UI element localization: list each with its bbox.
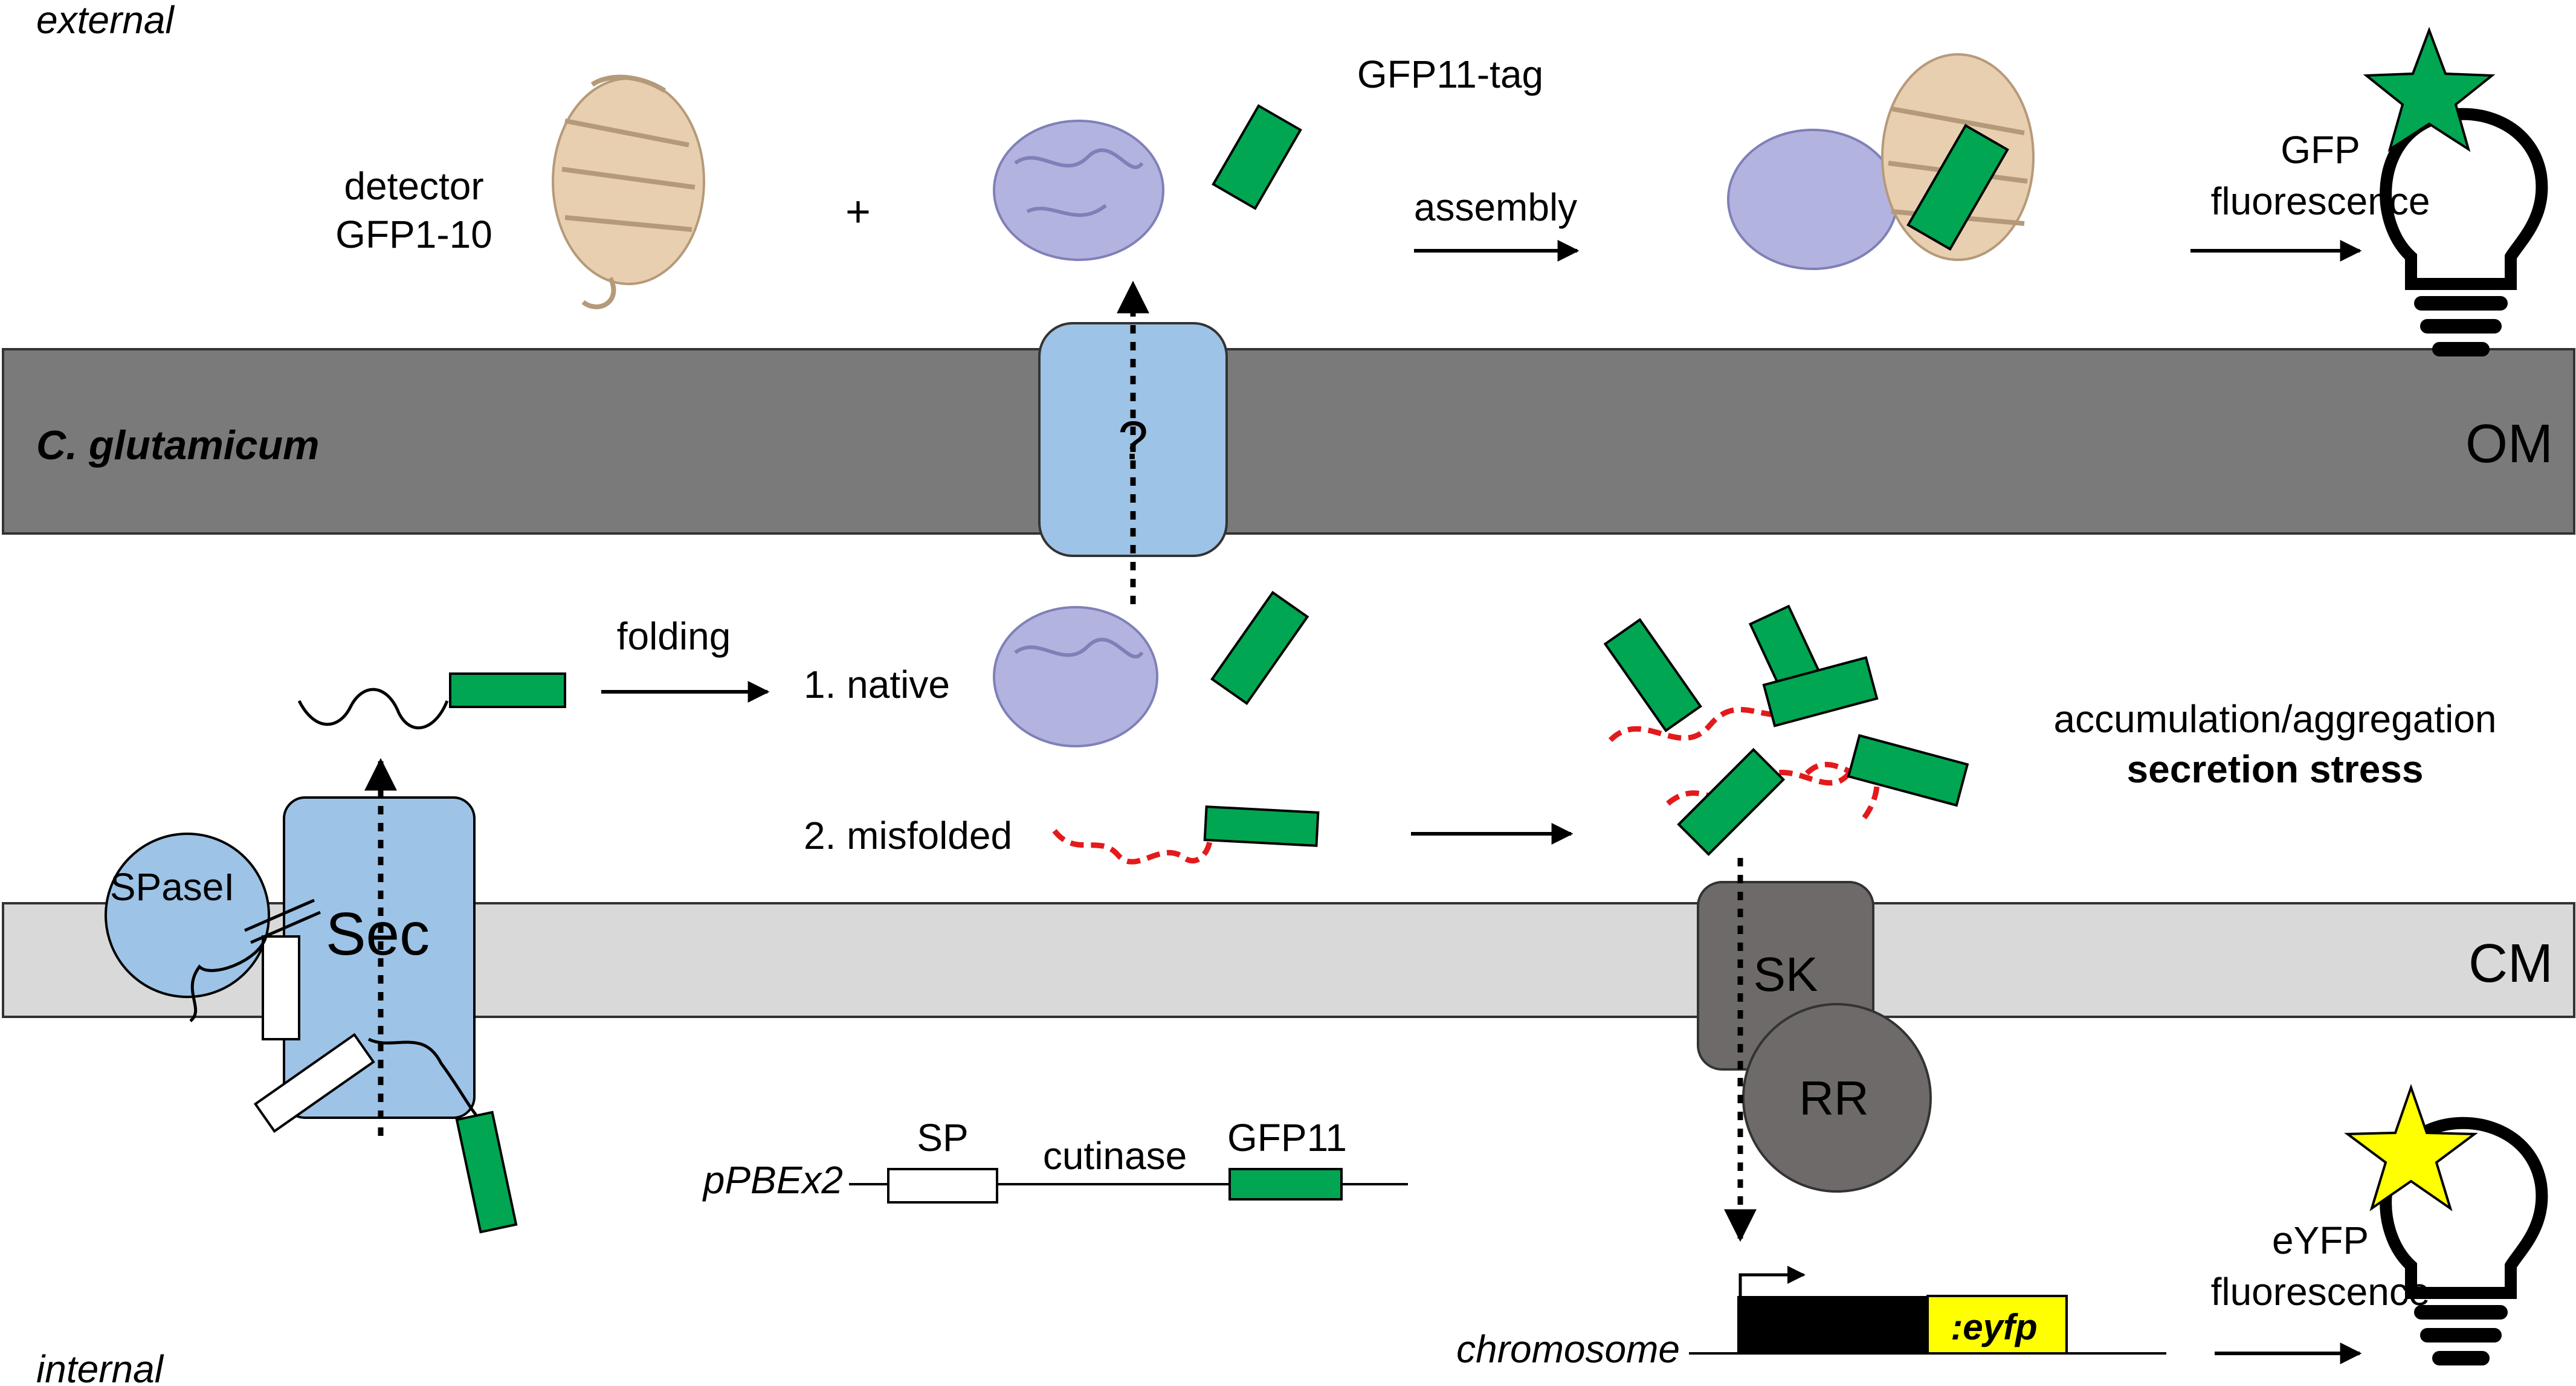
- rr-label: RR: [1799, 1071, 1869, 1125]
- gfp11-tag-native: [1210, 590, 1309, 705]
- spase-label: SPaseI: [110, 865, 234, 909]
- misfolded-label: 2. misfolded: [804, 814, 1012, 857]
- plus-sign: +: [845, 188, 871, 236]
- spase-enzyme: [105, 833, 270, 998]
- native-label: 1. native: [804, 663, 950, 706]
- external-label: external: [36, 0, 175, 42]
- eyfp-gene-label: :eyfp: [1951, 1307, 2037, 1347]
- organism-label: C. glutamicum: [36, 422, 320, 468]
- cutinase-native: [993, 606, 1158, 747]
- folding-label: folding: [617, 614, 731, 658]
- eyfp-fluorescence-label: fluorescence: [2211, 1270, 2430, 1313]
- signal-peptide-cytoplasm: [253, 1033, 375, 1133]
- sec-label: Sec: [326, 900, 430, 968]
- cutinase-protein-external: [993, 120, 1164, 261]
- accumulation-label: accumulation/aggregation: [2054, 697, 2497, 741]
- gfp-fluorescence-label: fluorescence: [2211, 179, 2430, 223]
- detector-label: detector: [344, 164, 483, 208]
- spase-tether: [189, 936, 268, 1022]
- eyfp-label: eYFP: [2272, 1219, 2369, 1262]
- gfp11-box: [1228, 1168, 1343, 1201]
- promoter-arrow: [1738, 1266, 1806, 1296]
- lightbulb-icon: [2380, 108, 2548, 356]
- star-icon: [2363, 27, 2496, 152]
- gfp11-tag-cytoplasm: [455, 1110, 518, 1234]
- misfolded-chain: [1052, 829, 1213, 865]
- htra-box: [1737, 1296, 1928, 1353]
- nascent-chain: [367, 1037, 485, 1125]
- gfp11-tag-unfolded: [449, 672, 566, 708]
- sp-label: SP: [917, 1116, 968, 1159]
- signal-peptide-membrane: [262, 935, 300, 1040]
- unfolded-chain: [297, 688, 449, 730]
- gfp11-tag-misfolded: [1203, 805, 1320, 847]
- internal-label: internal: [36, 1347, 164, 1386]
- gfp11-label: GFP11: [1227, 1116, 1347, 1159]
- cm-label: CM: [2468, 933, 2553, 994]
- gfp11-tag-external: [1212, 104, 1302, 210]
- assembly-label: assembly: [1414, 185, 1577, 229]
- detector-barrel: [552, 74, 705, 309]
- gfp11-tag-label: GFP11-tag: [1357, 53, 1543, 96]
- response-regulator: [1742, 1003, 1932, 1193]
- assembled-gfp-complex: [1727, 53, 2035, 270]
- protein-aggregates: [1603, 604, 1969, 856]
- sp-box: [887, 1168, 998, 1204]
- htra-label: ΔhtrA:: [1774, 1307, 1887, 1347]
- cutinase-label: cutinase: [1043, 1134, 1187, 1178]
- star-icon: [2344, 1083, 2478, 1211]
- om-label: OM: [2465, 414, 2553, 474]
- eyfp-box: [1926, 1295, 2068, 1355]
- cleavage-mark: [244, 898, 315, 932]
- outer-membrane: [2, 348, 2575, 535]
- om-transporter: [1038, 322, 1228, 557]
- gfp-label: GFP: [2281, 128, 2360, 172]
- plasmid-label: pPBEx2: [702, 1158, 843, 1202]
- secretion-stress-label: secretion stress: [2127, 747, 2424, 791]
- detector-name-label: GFP1-10: [335, 213, 492, 256]
- sk-label: SK: [1754, 947, 1818, 1001]
- chromosome-label: chromosome: [1456, 1327, 1680, 1371]
